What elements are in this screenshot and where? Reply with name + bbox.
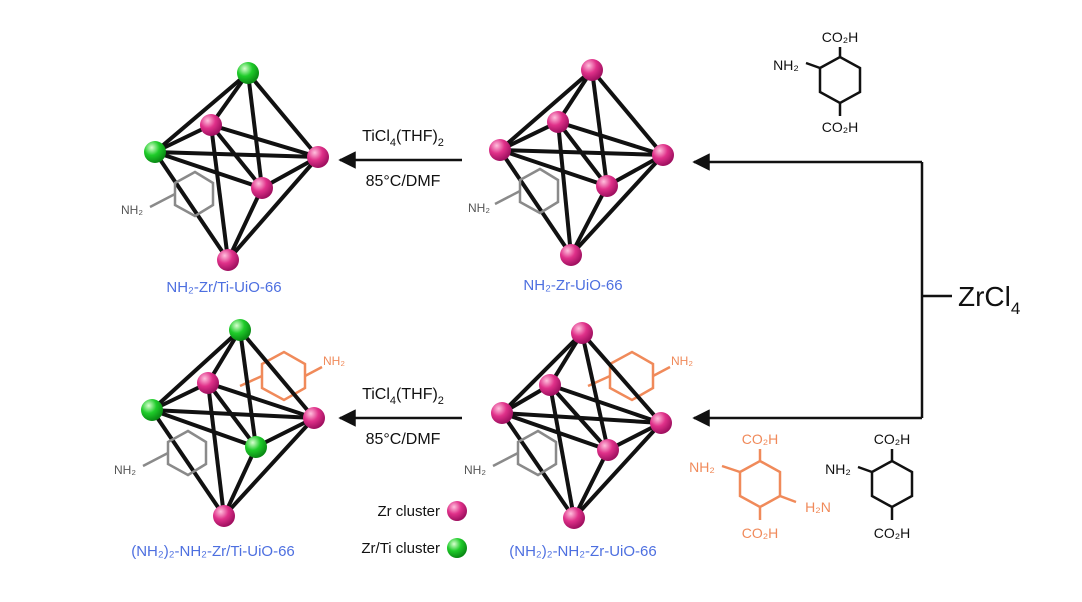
linker-amine-carboxyl-1: CO₂H — [874, 431, 911, 447]
benzene-ring-gray-icon — [149, 170, 215, 218]
benzene-ring-linker-orange-icon — [721, 449, 797, 520]
label-top-right: NH₂-Zr-UiO-66 — [523, 277, 622, 294]
linker-bottom-amine: CO₂H NH₂ CO₂H — [825, 431, 914, 541]
zr-cluster-node — [560, 244, 582, 266]
zr-cluster-node — [547, 111, 569, 133]
benzene-ring-gray-icon — [142, 429, 208, 477]
zr-cluster-node — [489, 139, 511, 161]
ti-cluster-node — [144, 141, 166, 163]
zrcl4-branch: ZrCl4 — [692, 153, 1020, 427]
benzene-ring-gray-icon — [492, 429, 558, 477]
legend-zr-swatch — [447, 501, 467, 521]
zr-cluster-node — [307, 146, 329, 168]
amine-tag: NH₂ — [464, 463, 486, 477]
label-top-left: NH₂-Zr/Ti-UiO-66 — [166, 279, 281, 296]
zr-cluster-node — [581, 59, 603, 81]
octahedron-bottom-right: NH₂ NH₂ — [464, 322, 693, 529]
legend-zrti-label: Zr/Ti cluster — [361, 540, 440, 557]
ti-cluster-node — [141, 399, 163, 421]
zr-cluster-node — [200, 114, 222, 136]
linker-top: CO₂H NH₂ CO₂H — [773, 29, 862, 135]
linker-top-amine: NH₂ — [773, 57, 799, 73]
zr-cluster-node — [652, 144, 674, 166]
zr-cluster-node — [303, 407, 325, 429]
zr-cluster-node — [491, 402, 513, 424]
ti-cluster-node — [245, 436, 267, 458]
linker-top-carboxyl-2: CO₂H — [822, 119, 859, 135]
amine-tag: NH₂ — [114, 463, 136, 477]
step-reagent: TiCl4(THF)2 — [362, 386, 444, 407]
legend-zr-label: Zr cluster — [377, 503, 440, 520]
label-bottom-right: (NH₂)₂-NH₂-Zr-UiO-66 — [509, 543, 656, 560]
step-arrow-bottom: TiCl4(THF)2 85°C/DMF — [338, 386, 462, 448]
benzene-ring-gray-icon — [494, 167, 560, 215]
octahedron-top-left: NH₂ — [121, 62, 329, 271]
linker-amine-carboxyl-2: CO₂H — [874, 525, 911, 541]
octahedron-top-right: NH₂ — [468, 59, 674, 266]
amine-tag-orange: NH₂ — [671, 354, 693, 368]
legend-zrti-swatch — [447, 538, 467, 558]
benzene-ring-linker-icon — [857, 449, 914, 520]
zr-cluster-node — [539, 374, 561, 396]
label-bottom-left: (NH₂)₂-NH₂-Zr/Ti-UiO-66 — [131, 543, 295, 560]
ti-cluster-node — [237, 62, 259, 84]
octahedron-bottom-left: NH₂ NH₂ — [114, 319, 345, 527]
benzene-ring-orange-icon — [587, 350, 671, 402]
linker-top-carboxyl-1: CO₂H — [822, 29, 859, 45]
zr-cluster-node — [596, 175, 618, 197]
zr-cluster-node — [213, 505, 235, 527]
step-arrow-top: TiCl4(THF)2 85°C/DMF — [338, 128, 462, 190]
linker-diamine-amine-2: H₂N — [805, 499, 831, 515]
step-reagent: TiCl4(THF)2 — [362, 128, 444, 149]
amine-tag: NH₂ — [468, 201, 490, 215]
linker-diamine-carboxyl-1: CO₂H — [742, 431, 779, 447]
step-conditions: 85°C/DMF — [366, 431, 441, 448]
zr-cluster-node — [563, 507, 585, 529]
zr-cluster-node — [217, 249, 239, 271]
linker-bottom-diamine: CO₂H NH₂ H₂N CO₂H — [689, 431, 831, 541]
zr-cluster-node — [571, 322, 593, 344]
benzene-ring-orange-icon — [239, 350, 323, 402]
step-conditions: 85°C/DMF — [366, 173, 441, 190]
linker-amine-nh2: NH₂ — [825, 461, 851, 477]
zr-cluster-node — [597, 439, 619, 461]
linker-diamine-amine-1: NH₂ — [689, 459, 715, 475]
ti-cluster-node — [229, 319, 251, 341]
linker-diamine-carboxyl-2: CO₂H — [742, 525, 779, 541]
zr-cluster-node — [251, 177, 273, 199]
amine-tag-orange: NH₂ — [323, 354, 345, 368]
benzene-ring-linker-icon — [805, 47, 862, 116]
zr-cluster-node — [197, 372, 219, 394]
amine-tag: NH₂ — [121, 203, 143, 217]
zrcl4-reagent: ZrCl4 — [958, 281, 1020, 318]
legend: Zr cluster Zr/Ti cluster — [361, 501, 467, 558]
zr-cluster-node — [650, 412, 672, 434]
